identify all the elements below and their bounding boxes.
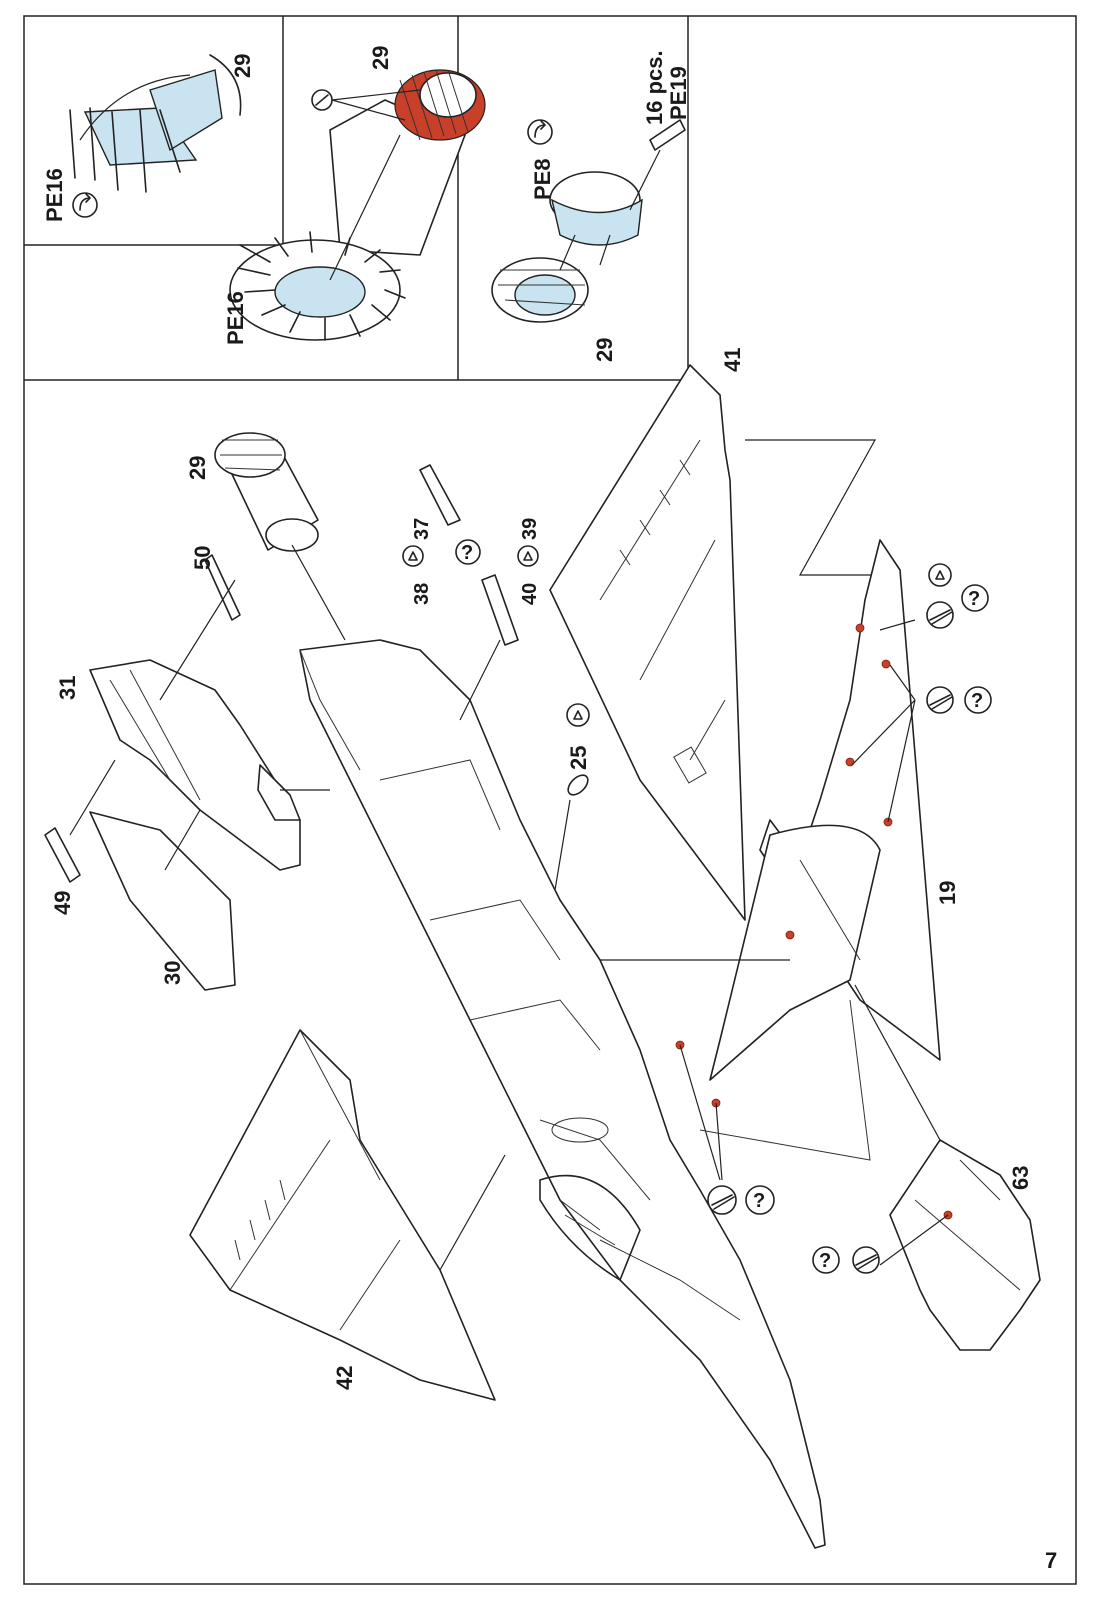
label-part-31: 31 — [55, 676, 80, 700]
airbrake-arrow — [854, 984, 941, 1141]
pe8-ring — [549, 171, 643, 246]
question-icon-lower: ? — [745, 1185, 775, 1215]
inset3-etch-small-label: PE19 — [666, 66, 691, 120]
wing-right-arrow — [745, 439, 890, 576]
arrow-29-to-fuselage — [291, 544, 346, 641]
svg-text:?: ? — [461, 542, 473, 564]
inset3-etch-main-label: PE8 — [530, 158, 555, 200]
question-icon-airbrake: ? — [961, 584, 989, 612]
question-icon-37: ? — [455, 539, 481, 565]
option-icon-40-39 — [517, 545, 539, 567]
pe16-petal-ring — [229, 231, 406, 341]
antenna-39 — [481, 574, 519, 646]
etched-plate-b — [149, 69, 223, 152]
antenna-37 — [419, 464, 461, 526]
hatched-circle-icon — [926, 686, 954, 714]
blade-part-25 — [554, 703, 590, 891]
inset2-part-label: 29 — [368, 46, 393, 70]
leader-lines — [331, 89, 421, 121]
label-part-30: 30 — [160, 961, 185, 985]
fin-assembly — [44, 554, 301, 991]
fuselage — [299, 639, 826, 1549]
exhaust-rim — [209, 54, 242, 116]
wing-right-41 — [549, 364, 746, 921]
inset-exhaust-pe16: 29 PE16 — [223, 46, 486, 345]
inset1-part-label: 29 — [230, 54, 255, 78]
label-part-40: 40 — [519, 583, 541, 605]
pe19-strip — [649, 119, 686, 151]
exhaust-inner — [419, 72, 477, 118]
antenna-parts — [419, 464, 519, 646]
page-number: 7 — [1045, 1548, 1057, 1573]
rotate-arrow-icon — [72, 192, 98, 218]
label-part-19: 19 — [935, 881, 960, 905]
airbrake-19 — [709, 539, 941, 1081]
option-icon-38-37 — [402, 545, 424, 567]
fin-31 — [89, 659, 301, 871]
small-part-icon — [311, 89, 333, 111]
inset3-qty-label: 16 pcs. — [642, 50, 667, 125]
svg-text:?: ? — [968, 588, 980, 610]
label-part-63: 63 — [1008, 1166, 1033, 1190]
outer-border — [23, 15, 1077, 1585]
label-part-29: 29 — [185, 456, 210, 480]
inset3-part-label: 29 — [592, 338, 617, 362]
wing-left-arrow — [439, 1154, 506, 1271]
hatched-circle-icon — [926, 601, 954, 629]
lower-fuselage-dots — [675, 1040, 723, 1181]
wing-left-42 — [189, 1029, 496, 1401]
pe19-leader — [629, 149, 661, 211]
svg-text:?: ? — [753, 1190, 765, 1212]
inset-pe8-pe19: PE8 16 pcs. PE19 29 — [491, 50, 691, 362]
red-ring-slats — [399, 69, 469, 141]
antenna-arrow — [459, 639, 501, 721]
fit-arrows — [559, 234, 611, 271]
option-icon-airbrake — [928, 563, 952, 587]
hatched-circle-icon — [852, 1246, 880, 1274]
dot-leaders — [851, 619, 916, 823]
label-part-42: 42 — [332, 1366, 357, 1390]
label-part-39: 39 — [519, 518, 541, 540]
inset2-etch-label: PE16 — [223, 291, 248, 345]
inset1-etch-label: PE16 — [42, 168, 67, 222]
label-part-41: 41 — [720, 348, 745, 372]
svg-text:?: ? — [971, 690, 983, 712]
exhaust-29-inset3 — [491, 257, 589, 323]
label-part-37: 37 — [411, 518, 433, 540]
intake-panel-63 — [879, 1139, 1041, 1351]
question-icon-63: ? — [812, 1246, 840, 1274]
inset-pe16-bending: 29 PE16 — [42, 54, 255, 222]
fin-arrows — [69, 579, 330, 871]
label-part-50: 50 — [190, 546, 215, 570]
hatched-circle-icon — [707, 1185, 737, 1215]
lower-guide-lines — [699, 999, 871, 1161]
label-part-38: 38 — [411, 583, 433, 605]
svg-text:?: ? — [819, 1250, 831, 1272]
label-part-25: 25 — [566, 746, 591, 770]
fin-panel-30 — [89, 811, 236, 991]
fin-tip-49 — [44, 827, 81, 883]
exhaust-part-29 — [214, 432, 319, 552]
etch-lines — [69, 107, 181, 193]
rotate-arrow-icon — [527, 119, 553, 145]
label-part-49: 49 — [50, 891, 75, 915]
bend-arrow — [79, 74, 191, 141]
option-icon-25 — [566, 703, 590, 727]
question-icon-airbrake-2: ? — [964, 686, 992, 714]
fit-arrow — [329, 134, 401, 281]
